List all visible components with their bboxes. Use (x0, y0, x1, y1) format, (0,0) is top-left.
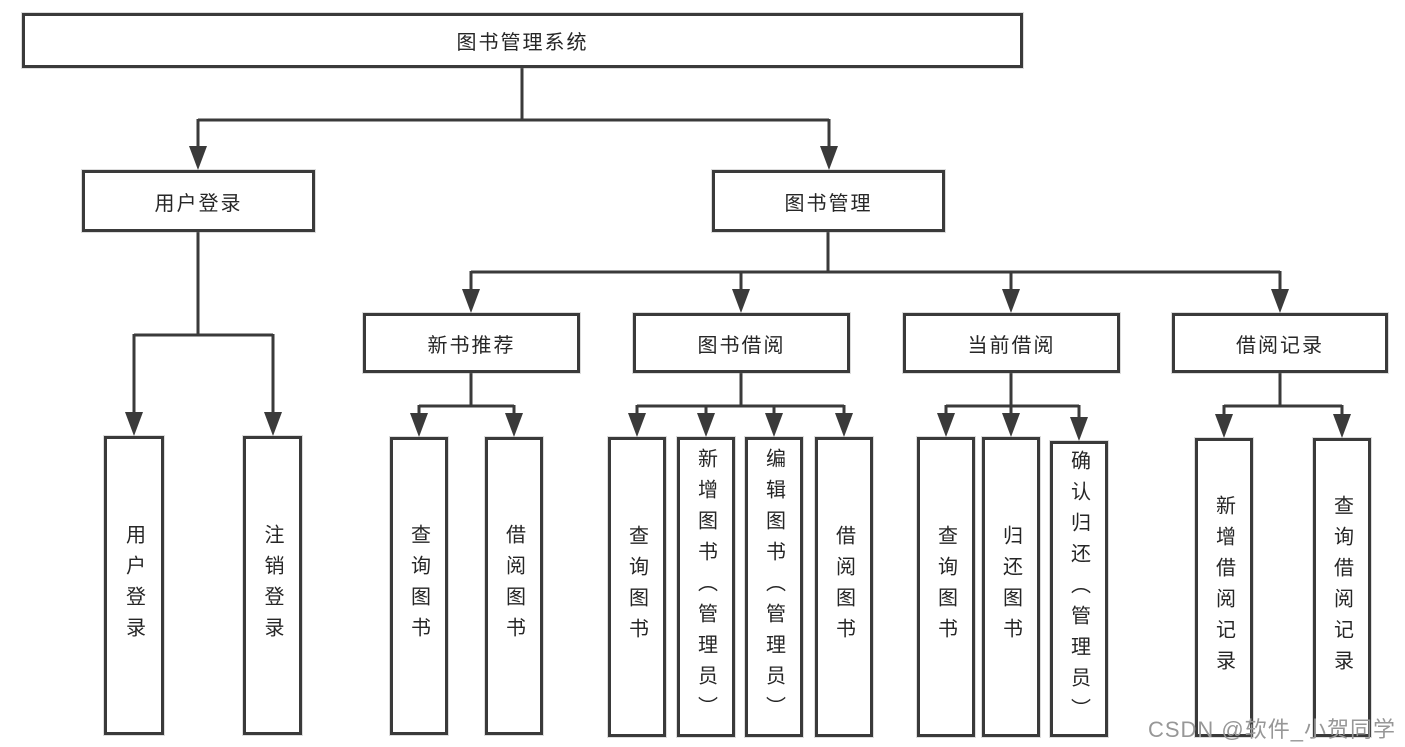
node-current-borrowing: 当前借阅 (903, 313, 1120, 373)
leaf-add-borrow-record: 新增借阅记录 (1195, 438, 1253, 737)
node-library-management-system: 图书管理系统 (22, 13, 1023, 68)
arrowheads (125, 146, 1351, 441)
leaf-borrow-books: 借阅图书 (485, 437, 543, 735)
leaf-query-books: 查询图书 (390, 437, 448, 735)
node-new-book-recommendation: 新书推荐 (363, 313, 580, 373)
leaf-user-login: 用户登录 (104, 436, 164, 735)
node-book-borrowing: 图书借阅 (633, 313, 850, 373)
csdn-watermark: CSDN @软件_小贺同学 (1147, 717, 1396, 742)
leaf-query-books: 查询图书 (917, 437, 975, 737)
leaf-confirm-return-admin: 确认归还（管理员） (1050, 441, 1108, 737)
leaf-query-books: 查询图书 (608, 437, 666, 737)
leaf-add-books-admin: 新增图书（管理员） (677, 437, 735, 737)
node-user-login-branch: 用户登录 (82, 170, 315, 232)
leaf-return-books: 归还图书 (982, 437, 1040, 737)
leaf-edit-books-admin: 编辑图书（管理员） (745, 437, 803, 737)
leaf-logout: 注销登录 (243, 436, 302, 735)
node-borrowing-records: 借阅记录 (1172, 313, 1388, 373)
leaf-query-borrow-record: 查询借阅记录 (1313, 438, 1371, 737)
node-book-management-branch: 图书管理 (712, 170, 945, 232)
leaf-borrow-books: 借阅图书 (815, 437, 873, 737)
